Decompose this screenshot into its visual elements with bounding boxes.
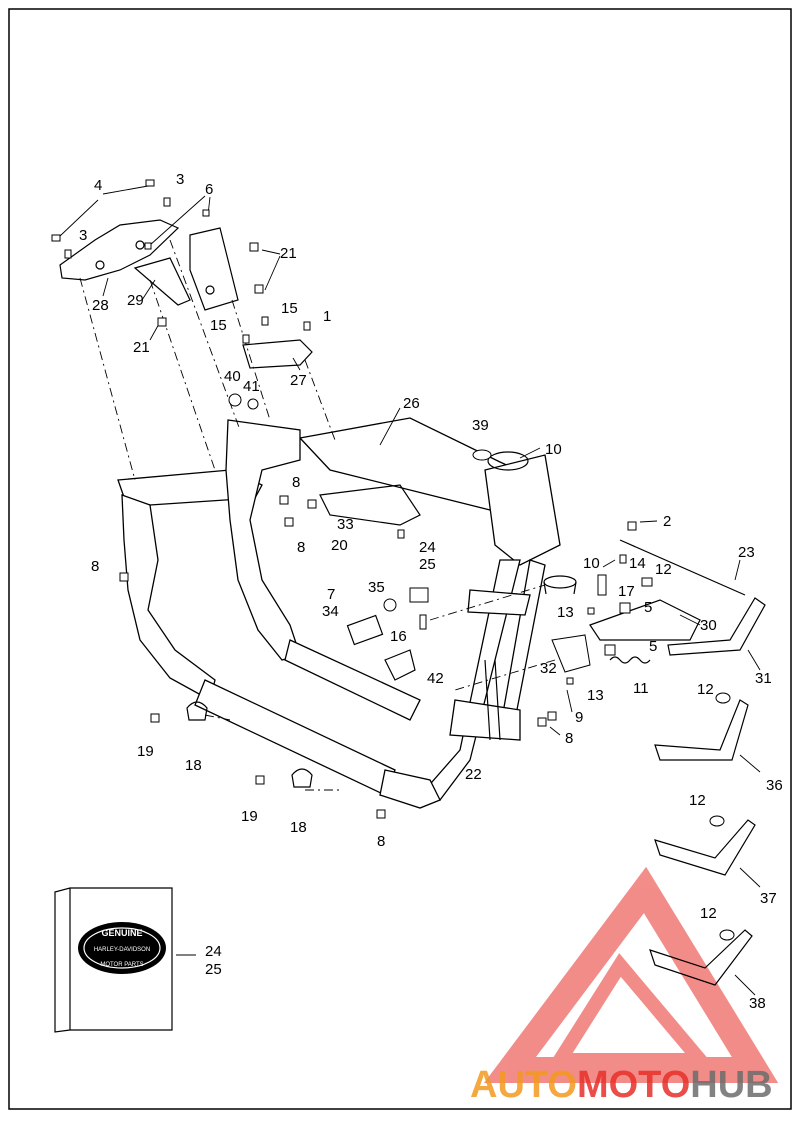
- watermark-text: AUTOMOTOHUB: [470, 1064, 773, 1106]
- callout-42: 42: [427, 670, 444, 687]
- callout-12c: 12: [689, 792, 706, 809]
- brand-text: HARLEY-DAVIDSON: [94, 947, 150, 953]
- callout-8d: 8: [565, 730, 573, 747]
- callout-40: 40: [224, 368, 241, 385]
- callout-34: 34: [322, 603, 339, 620]
- callout-15a: 15: [281, 300, 298, 317]
- bracket-28: [59, 219, 180, 281]
- callout-28: 28: [92, 297, 109, 314]
- callout-39: 39: [472, 417, 489, 434]
- genuine-logo-oval: [78, 922, 166, 974]
- callout-2: 2: [663, 513, 671, 530]
- bracket-33: [319, 484, 421, 526]
- callout-13a: 13: [557, 604, 574, 621]
- lock-cover-42: [384, 649, 416, 681]
- callout-22: 22: [465, 766, 482, 783]
- callout-12d: 12: [700, 905, 717, 922]
- hardware-bolts: [51, 179, 735, 941]
- clamp-18b: [291, 768, 313, 788]
- jiffy-stand-36: [654, 699, 749, 761]
- callout-35: 35: [368, 579, 385, 596]
- callout-17: 17: [618, 583, 635, 600]
- callout-24a: 24: [419, 539, 436, 556]
- callout-9: 9: [575, 709, 583, 726]
- jiffy-stand-37: [654, 819, 756, 876]
- callout-18b: 18: [290, 819, 307, 836]
- callout-26: 26: [403, 395, 420, 412]
- bracket-6: [189, 227, 239, 311]
- callout-36: 36: [766, 777, 783, 794]
- callout-31: 31: [755, 670, 772, 687]
- motor-parts-text: MOTOR PARTS: [100, 962, 143, 968]
- callout-8c: 8: [297, 539, 305, 556]
- callout-16: 16: [390, 628, 407, 645]
- callout-33: 33: [337, 516, 354, 533]
- callout-8a: 8: [91, 558, 99, 575]
- callout-3b: 3: [79, 227, 87, 244]
- callout-27: 27: [290, 372, 307, 389]
- cable-23: [619, 539, 746, 596]
- callout-25a: 25: [419, 556, 436, 573]
- callout-24b: 24: [205, 943, 222, 960]
- callout-41: 41: [243, 378, 260, 395]
- diagram-border: [8, 8, 792, 1110]
- callout-18a: 18: [185, 757, 202, 774]
- callout-1: 1: [323, 308, 331, 325]
- callout-8b: 8: [292, 474, 300, 491]
- svg-text:AUTOMOTOHUB: AUTOMOTOHUB: [470, 1064, 773, 1106]
- genuine-text: GENUINE: [101, 928, 142, 938]
- watermark-auto: AUTO: [470, 1064, 577, 1106]
- callout-23: 23: [738, 544, 755, 561]
- spring-11: [609, 656, 651, 664]
- callout-14: 14: [629, 555, 646, 572]
- callout-10b: 10: [583, 555, 600, 572]
- bracket-27: [242, 339, 313, 369]
- callout-19a: 19: [137, 743, 154, 760]
- bracket-29: [133, 257, 191, 306]
- callout-25b: 25: [205, 961, 222, 978]
- callout-37: 37: [760, 890, 777, 907]
- callout-8e: 8: [377, 833, 385, 850]
- bearing-cup-10: [543, 575, 577, 595]
- jiffy-stand-31: [667, 597, 766, 656]
- leader-lines: [59, 185, 761, 996]
- ignition-switch-34: [346, 614, 384, 646]
- callout-19b: 19: [241, 808, 258, 825]
- callout-21a: 21: [280, 245, 297, 262]
- callout-15b: 15: [210, 317, 227, 334]
- callout-5b: 5: [649, 638, 657, 655]
- watermark-hub: HUB: [690, 1064, 772, 1106]
- callout-38: 38: [749, 995, 766, 1012]
- clamp-18a: [186, 701, 208, 721]
- callout-3a: 3: [176, 171, 184, 188]
- genuine-parts-box: GENUINE HARLEY-DAVIDSON MOTOR PARTS: [54, 887, 173, 1033]
- jiffy-stand-38: [649, 929, 753, 986]
- callout-4: 4: [94, 177, 102, 194]
- assembly-lines: [79, 239, 556, 791]
- callout-21b: 21: [133, 339, 150, 356]
- callout-7: 7: [327, 586, 335, 603]
- watermark-moto: MOTO: [577, 1064, 690, 1106]
- callout-30: 30: [700, 617, 717, 634]
- callout-11: 11: [633, 680, 649, 697]
- callout-6: 6: [205, 181, 213, 198]
- callout-20: 20: [331, 537, 348, 554]
- frame-main-26: [117, 417, 561, 809]
- callout-labels: 1 2 3 3 4 5 5 6 7 8 8 8 8 8 9 10 10 11 1…: [79, 171, 783, 1012]
- callout-13b: 13: [587, 687, 604, 704]
- jiffy-stand-30: [589, 599, 701, 641]
- callout-10a: 10: [545, 441, 562, 458]
- callout-12a: 12: [655, 561, 672, 578]
- callout-29: 29: [127, 292, 144, 309]
- callout-12b: 12: [697, 681, 714, 698]
- callout-5a: 5: [644, 599, 652, 616]
- callout-32: 32: [540, 660, 557, 677]
